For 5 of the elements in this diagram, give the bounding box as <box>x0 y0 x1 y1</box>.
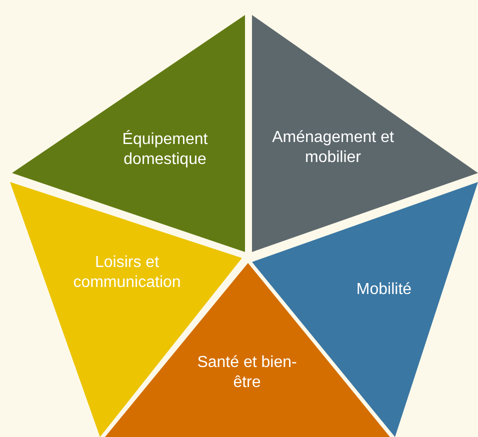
segment-label: Loisirs et communication <box>72 253 182 293</box>
segment-label: Équipement domestique <box>121 130 209 170</box>
segment-label: Santé et bien-être <box>197 353 297 393</box>
segment-label: Mobilité <box>355 280 413 300</box>
segment-label: Aménagement et mobilier <box>271 128 395 168</box>
